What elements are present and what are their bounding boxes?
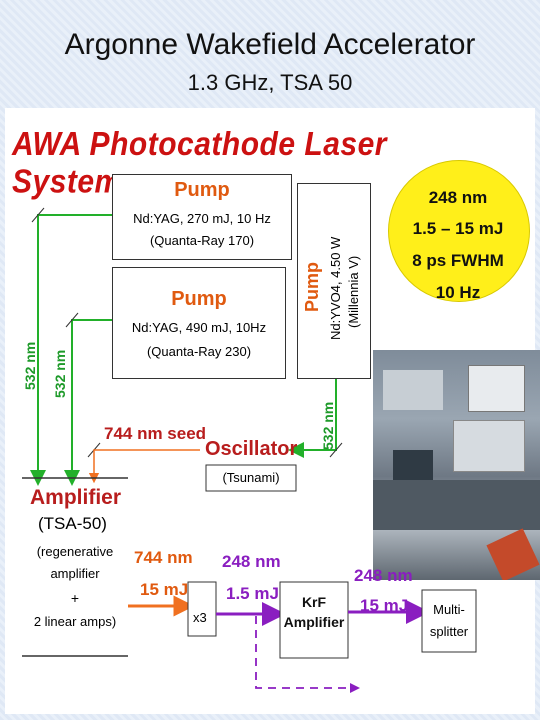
oscillator-title: Oscillator <box>205 438 298 460</box>
pump-2-spec: Nd:YAG, 490 mJ, 10Hz <box>131 320 267 335</box>
splitter-label-2: splitter <box>429 624 469 639</box>
pump-3-title: Pump <box>302 261 322 312</box>
pump-2-model: (Quanta-Ray 230) <box>146 344 252 359</box>
pump-box-2: Pump Nd:YAG, 490 mJ, 10Hz (Quanta-Ray 23… <box>112 267 286 379</box>
slide-title: Argonne Wakefield Accelerator <box>64 28 476 61</box>
green-label-outer: 532 nm <box>22 341 38 390</box>
spec-energy: 1.5 – 15 mJ <box>412 219 504 238</box>
pump-3-spec: Nd:YVO4, 4.50 W <box>328 236 343 340</box>
stage3-wavelength: 248 nm <box>354 566 413 585</box>
pump-1-model: (Quanta-Ray 170) <box>149 233 255 248</box>
pump-box-3: Pump Nd:YVO4, 4.50 W (Millennia V) <box>297 183 371 379</box>
krf-label-1: KrF <box>301 594 327 610</box>
amplifier-desc-1: (regenerative <box>36 544 114 559</box>
seed-label: 744 nm seed <box>104 424 207 443</box>
amplifier-model: (TSA-50) <box>38 514 107 533</box>
amplifier-desc-2: amplifier <box>50 566 100 581</box>
pump-1-spec: Nd:YAG, 270 mJ, 10 Hz <box>133 211 271 226</box>
stage2-wavelength: 248 nm <box>222 552 281 571</box>
slide-subtitle: 1.3 GHz, TSA 50 <box>187 70 353 95</box>
spec-pulse: 8 ps FWHM <box>412 251 504 270</box>
stage1-wavelength: 744 nm <box>134 548 193 567</box>
green-label-right: 532 nm <box>320 401 336 450</box>
amplifier-desc-3: + <box>70 590 80 606</box>
amplifier-title: Amplifier <box>30 486 122 509</box>
diagram-heading: AWA Photocathode Laser System <box>12 126 387 201</box>
pump-3-model: (Millennia V) <box>346 255 361 328</box>
laser-spec-circle <box>388 160 530 302</box>
pump-box-1: Pump Nd:YAG, 270 mJ, 10 Hz (Quanta-Ray 1… <box>112 174 292 260</box>
spec-wavelength: 248 nm <box>428 188 488 207</box>
pump-2-title: Pump <box>171 288 227 310</box>
stage2-energy: 1.5 mJ <box>226 584 279 603</box>
pump-1-title: Pump <box>174 179 230 201</box>
amplifier-desc-4: 2 linear amps) <box>33 614 117 629</box>
laser-lab-photo <box>373 350 540 580</box>
krf-label-2: Amplifier <box>283 614 345 630</box>
spec-rate: 10 Hz <box>435 283 481 302</box>
green-label-inner: 532 nm <box>52 349 68 398</box>
splitter-label-1: Multi- <box>433 602 465 617</box>
stage1-energy: 15 mJ <box>140 580 189 599</box>
oscillator-model: (Tsunami) <box>222 470 280 485</box>
tripler-label: x3 <box>193 610 207 625</box>
stage3-energy: 15 mJ <box>360 596 409 615</box>
